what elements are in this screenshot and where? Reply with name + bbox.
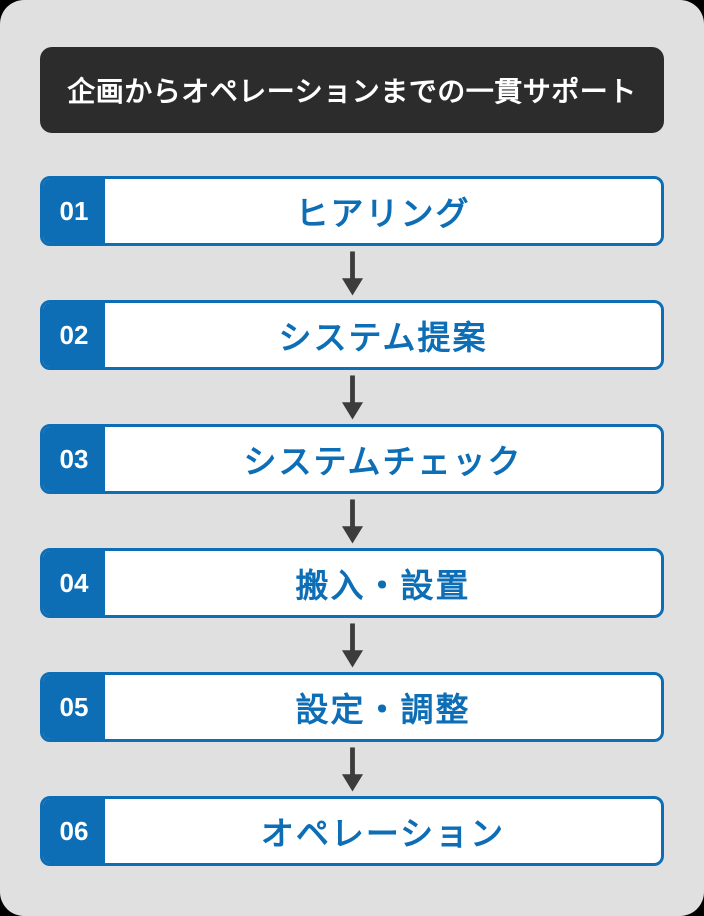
down-arrow-icon [341,746,363,792]
page-title: 企画からオペレーションまでの一貫サポート [67,76,637,107]
arrow-row [40,494,664,548]
step-row-06: 06 オペレーション [40,796,664,866]
step-row-04: 04 搬入・設置 [40,548,664,618]
down-arrow-icon [341,374,363,420]
step-label: ヒアリング [295,195,471,232]
step-number-badge: 03 [43,427,105,491]
arrow-row [40,370,664,424]
step-row-05: 05 設定・調整 [40,672,664,742]
step-number-badge: 04 [43,551,105,615]
process-flow: 01 ヒアリング 02 システム提案 03 システムチェック [40,176,664,866]
arrow-row [40,246,664,300]
step-row-02: 02 システム提案 [40,300,664,370]
step-label: 設定・調整 [295,691,471,728]
title-banner: 企画からオペレーションまでの一貫サポート [40,47,664,133]
arrow-row [40,618,664,672]
step-row-03: 03 システムチェック [40,424,664,494]
step-row-01: 01 ヒアリング [40,176,664,246]
step-label: システムチェック [243,443,523,480]
down-arrow-icon [341,250,363,296]
step-label: オペレーション [260,815,506,852]
step-label: 搬入・設置 [295,567,471,604]
down-arrow-icon [341,622,363,668]
down-arrow-icon [341,498,363,544]
step-label: システム提案 [278,319,488,356]
arrow-row [40,742,664,796]
step-number-badge: 05 [43,675,105,739]
step-number-badge: 02 [43,303,105,367]
step-number-badge: 06 [43,799,105,863]
step-number-badge: 01 [43,179,105,243]
